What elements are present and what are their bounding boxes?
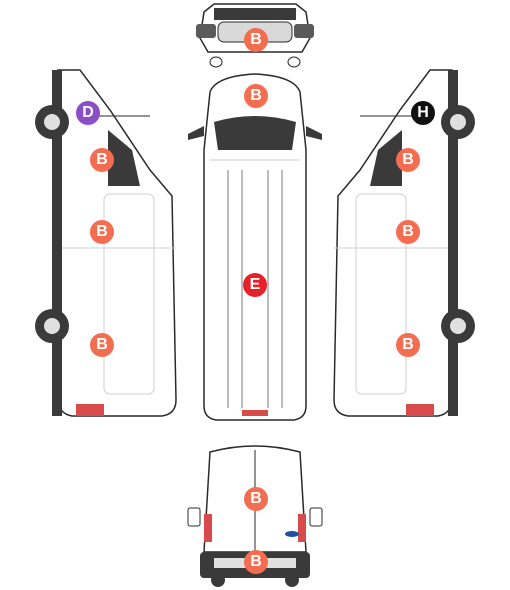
van-right-side-view xyxy=(333,69,475,417)
van-top-view xyxy=(188,73,322,421)
badge-left-middle[interactable]: B xyxy=(90,220,114,244)
badge-front-top[interactable]: B xyxy=(244,28,268,52)
badge-left-door[interactable]: D xyxy=(76,101,100,125)
badge-right-handle[interactable]: H xyxy=(411,101,435,125)
badge-front-windshield[interactable]: B xyxy=(244,84,268,108)
badge-right-upper[interactable]: B xyxy=(396,148,420,172)
badge-rear-upper[interactable]: B xyxy=(244,487,268,511)
van-left-side-view xyxy=(35,69,177,417)
badge-left-upper[interactable]: B xyxy=(90,148,114,172)
badge-right-middle[interactable]: B xyxy=(396,220,420,244)
badge-roof[interactable]: E xyxy=(243,273,267,297)
badge-rear-lower[interactable]: B xyxy=(244,550,268,574)
badge-right-lower[interactable]: B xyxy=(396,333,420,357)
badge-left-lower[interactable]: B xyxy=(90,333,114,357)
